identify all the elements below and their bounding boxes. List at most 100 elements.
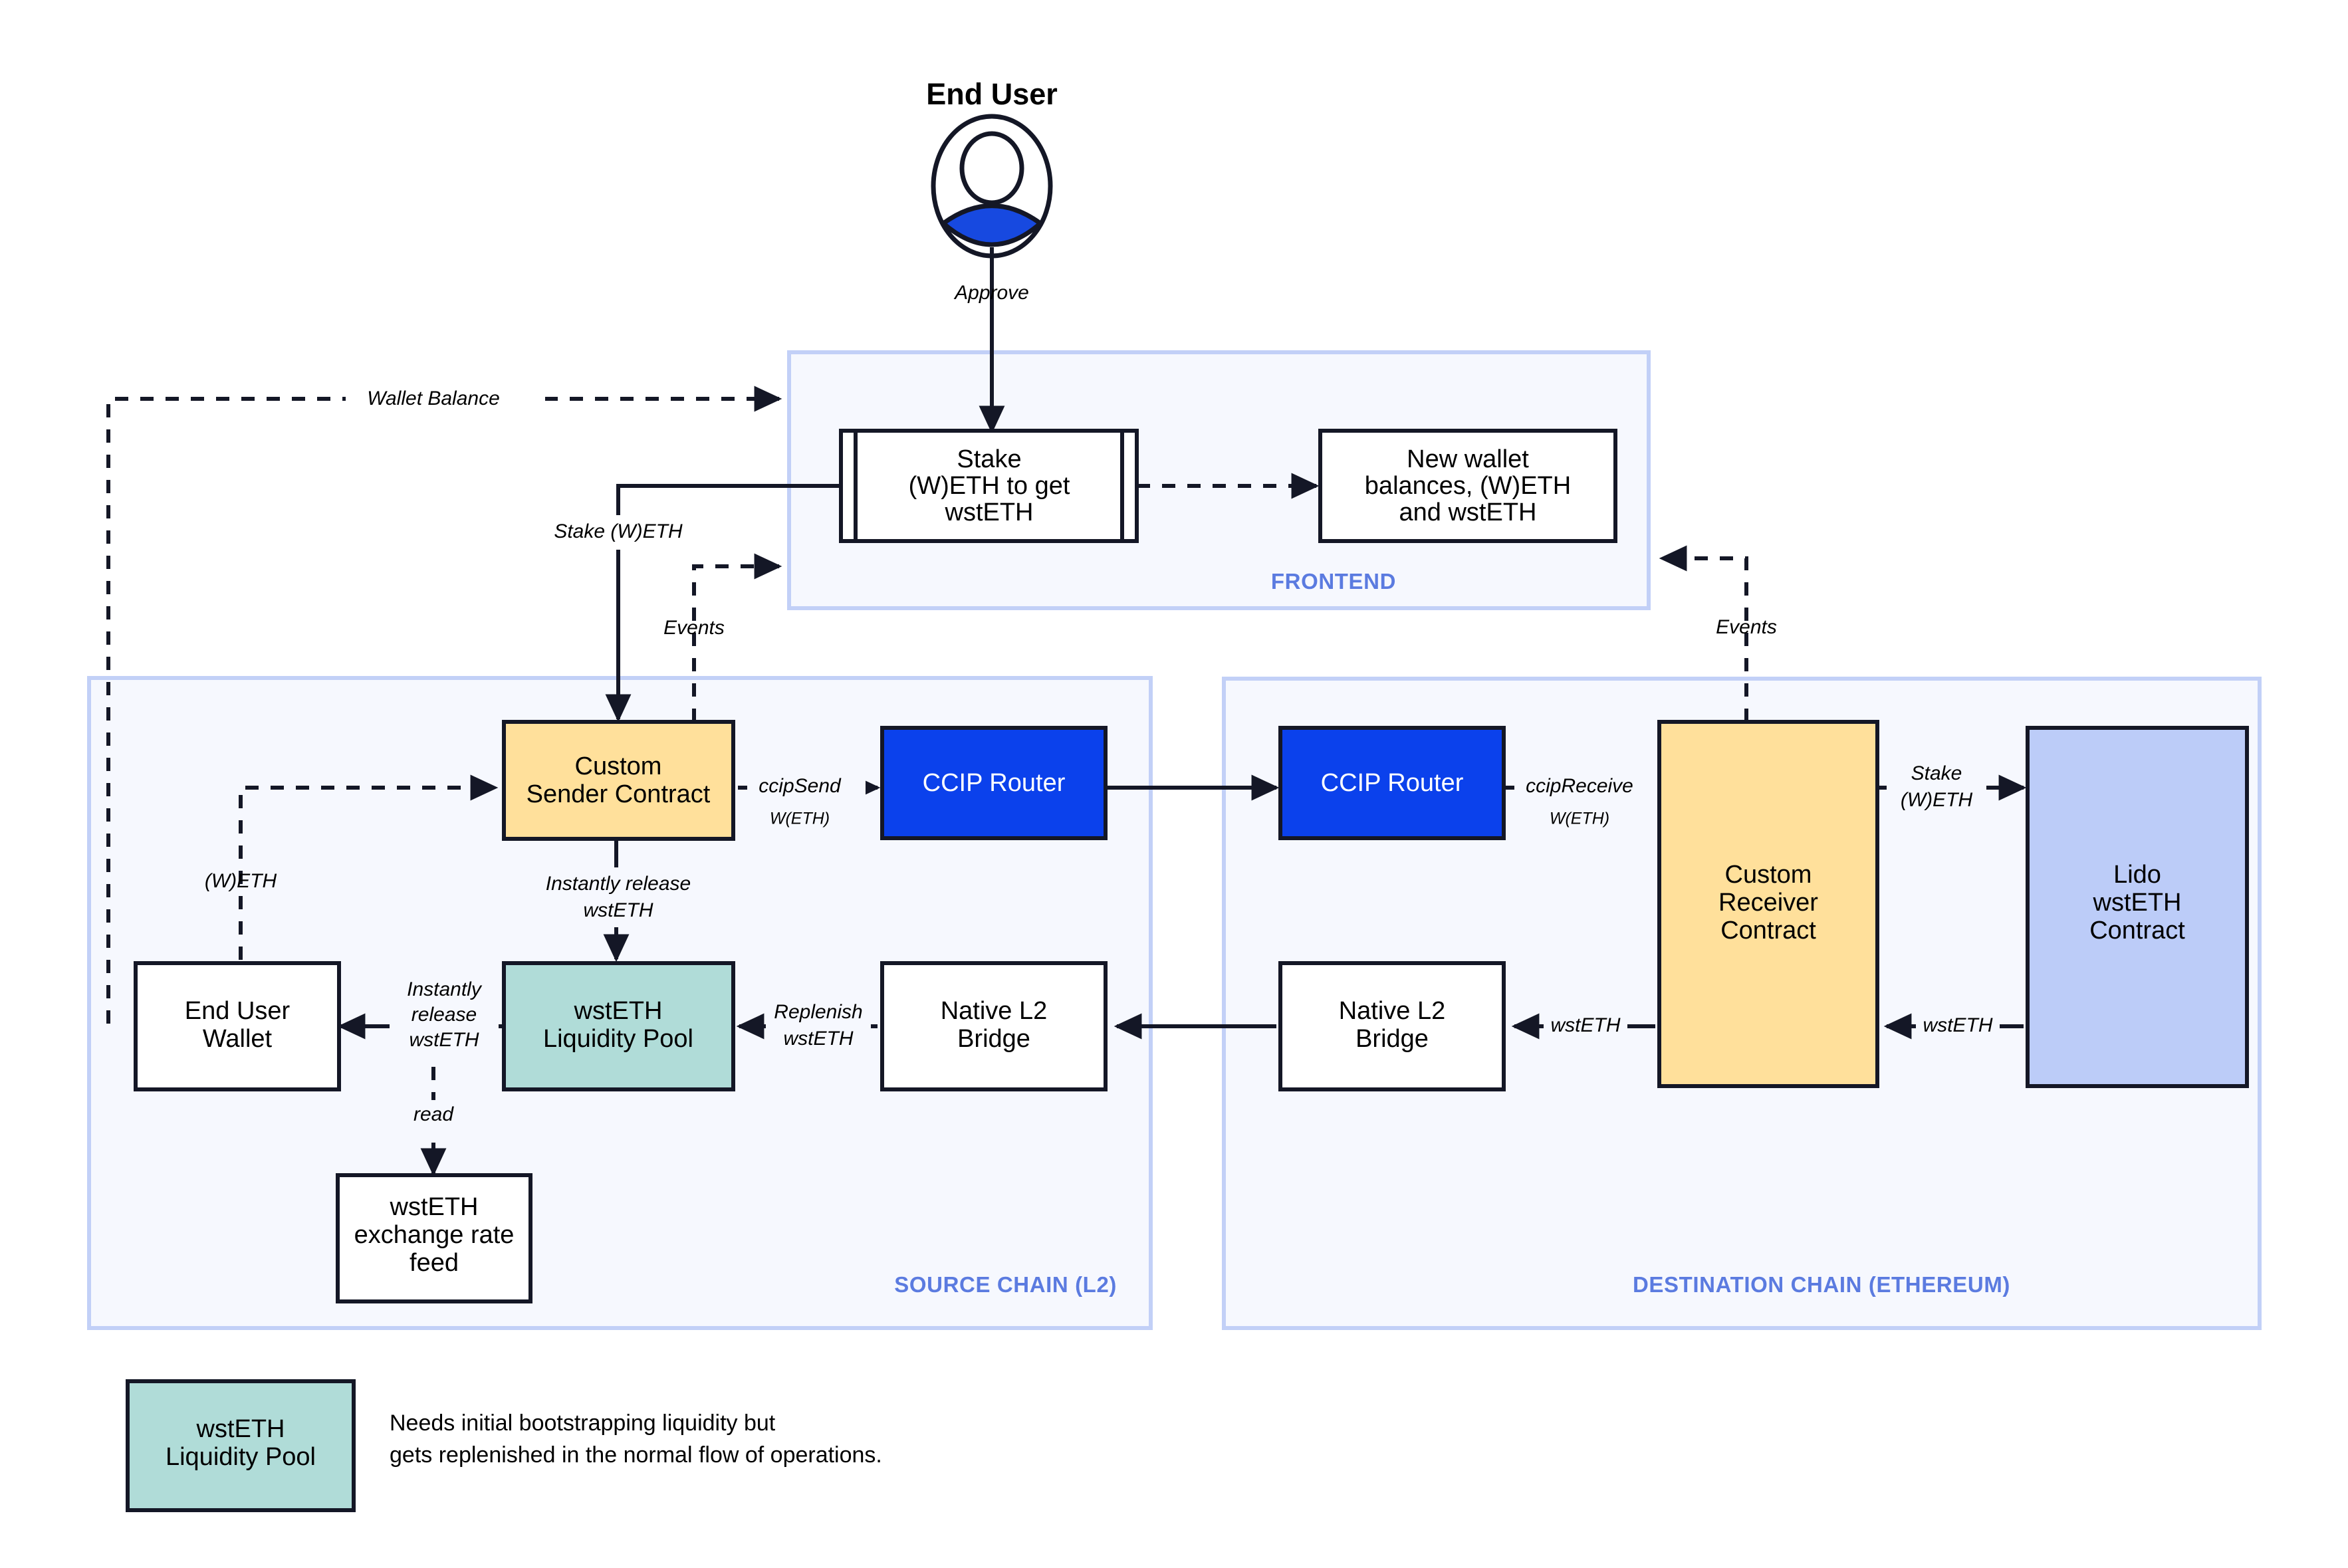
end-user-wallet-box[interactable] xyxy=(134,961,341,1091)
edge-read-feed: read xyxy=(396,1067,471,1176)
ccip-router-src-box[interactable] xyxy=(880,726,1108,840)
edge-ccip-send-sublabel: W(ETH) xyxy=(770,810,830,828)
edge-ccip-receive-label: ccipReceive xyxy=(1526,775,1633,797)
legend-swatch-box xyxy=(126,1379,356,1512)
receiver-contract-box[interactable] xyxy=(1657,720,1879,1088)
edge-instant-release-2-label-1: Instantly xyxy=(407,978,483,1000)
node-sender-contract[interactable]: Custom Sender Contract xyxy=(502,720,735,841)
legend-swatch-label-1: wstETH xyxy=(196,1415,285,1443)
node-receiver-contract[interactable]: Custom Receiver Contract xyxy=(1657,720,1879,1088)
rate-feed-label-2: exchange rate xyxy=(354,1221,515,1249)
edge-instant-release-2-label-3: wstETH xyxy=(410,1029,479,1051)
node-end-user-wallet[interactable]: End User Wallet xyxy=(134,961,341,1091)
node-rate-feed[interactable]: wstETH exchange rate feed xyxy=(336,1173,532,1303)
stake-ui-label-1: Stake xyxy=(957,445,1021,473)
new-balances-box[interactable] xyxy=(1318,429,1617,543)
sender-contract-label-1: Custom xyxy=(575,752,662,780)
edge-instant-release-2: Instantly release wstETH xyxy=(337,977,507,1077)
edge-stake-to-lido-label-2: (W)ETH xyxy=(1901,789,1973,811)
edge-instant-release-1: Instantly release wstETH xyxy=(525,839,711,962)
ccip-router-dst-box[interactable] xyxy=(1278,726,1506,840)
edge-approve-label: Approve xyxy=(953,282,1029,304)
receiver-contract-label-1: Custom xyxy=(1725,861,1812,889)
edge-approve: Approve xyxy=(953,247,1029,434)
edge-stake-to-lido-label-1: Stake xyxy=(1911,762,1962,784)
edge-wsteth-to-bridge-label: wstETH xyxy=(1551,1014,1621,1036)
edge-read-feed-label-bg xyxy=(396,1100,471,1131)
group-label-frontend: FRONTEND xyxy=(1271,569,1396,594)
ccip-router-src-label: CCIP Router xyxy=(923,769,1066,797)
node-native-bridge-src[interactable]: Native L2 Bridge xyxy=(880,961,1108,1091)
edge-events-source: Events xyxy=(663,553,782,722)
liquidity-pool-label-2: Liquidity Pool xyxy=(543,1025,693,1053)
new-balances-label-2: balances, (W)ETH xyxy=(1365,472,1571,500)
node-stake-ui[interactable]: Stake (W)ETH to get wstETH xyxy=(839,429,1139,543)
edge-wallet-balance: Wallet Balance xyxy=(106,382,782,1024)
ccip-router-dst-label: CCIP Router xyxy=(1321,769,1464,797)
edge-stake-weth-line xyxy=(605,484,841,723)
edge-wsteth-to-bridge-label-bg xyxy=(1544,1011,1627,1042)
lido-contract-label-2: wstETH xyxy=(2093,889,2182,917)
edge-stake-to-lido: Stake (W)ETH xyxy=(1877,758,2027,818)
native-bridge-src-box[interactable] xyxy=(880,961,1108,1091)
rate-feed-label-1: wstETH xyxy=(390,1193,479,1221)
legend-swatch-label-2: Liquidity Pool xyxy=(166,1443,316,1471)
new-balances-label-1: New wallet xyxy=(1407,445,1529,473)
edge-weth-to-sender: (W)ETH xyxy=(205,774,499,1010)
user-avatar-icon xyxy=(931,114,1053,259)
native-bridge-src-label-1: Native L2 xyxy=(941,997,1048,1025)
edge-events-source-label: Events xyxy=(663,617,725,639)
edge-instant-release-1-label-1: Instantly release xyxy=(546,873,691,895)
liquidity-pool-box[interactable] xyxy=(502,961,735,1091)
edge-wallet-balance-label: Wallet Balance xyxy=(367,388,500,409)
lido-contract-label-3: Contract xyxy=(2089,917,2185,945)
edge-replenish: Replenish wstETH xyxy=(736,996,878,1056)
legend-note-line-1: Needs initial bootstrapping liquidity bu… xyxy=(390,1410,776,1436)
edge-stake-weth-label: Stake (W)ETH xyxy=(554,520,683,542)
edge-ccip-receive-sublabel: W(ETH) xyxy=(1550,810,1609,828)
edge-replenish-label-1: Replenish xyxy=(774,1001,862,1023)
node-ccip-router-dst[interactable]: CCIP Router xyxy=(1278,726,1506,840)
legend-note-line-2: gets replenished in the normal flow of o… xyxy=(390,1442,882,1468)
edge-ccip-send: ccipSend W(ETH) xyxy=(738,772,881,828)
end-user-wallet-label-2: Wallet xyxy=(203,1025,273,1053)
sender-contract-box[interactable] xyxy=(502,720,735,841)
native-bridge-dst-label-1: Native L2 xyxy=(1339,997,1446,1025)
edge-wallet-balance-line xyxy=(106,386,782,1024)
edge-replenish-label-2: wstETH xyxy=(784,1028,854,1050)
edge-wsteth-to-bridge: wstETH xyxy=(1511,1011,1655,1042)
stake-ui-label-2: (W)ETH to get xyxy=(909,472,1070,500)
liquidity-pool-label-1: wstETH xyxy=(574,997,663,1025)
edge-instant-release-2-label-2: release xyxy=(411,1004,477,1026)
lido-contract-label-1: Lido xyxy=(2113,861,2161,889)
edge-ccip-receive: ccipReceive W(ETH) xyxy=(1504,772,1663,828)
edge-stake-to-lido-label-bg xyxy=(1887,758,1986,818)
edge-ccip-send-label-bg xyxy=(747,772,866,803)
edge-wsteth-from-lido: wstETH xyxy=(1883,1011,2024,1042)
node-liquidity-pool[interactable]: wstETH Liquidity Pool xyxy=(502,961,735,1091)
node-new-balances[interactable]: New wallet balances, (W)ETH and wstETH xyxy=(1318,429,1617,543)
native-bridge-dst-box[interactable] xyxy=(1278,961,1506,1091)
stake-ui-label-3: wstETH xyxy=(945,499,1034,526)
receiver-contract-label-3: Contract xyxy=(1720,917,1816,945)
edge-weth-to-sender-label: (W)ETH xyxy=(205,870,277,892)
lido-contract-box[interactable] xyxy=(2026,726,2249,1088)
edge-stake-weth-label-bg xyxy=(525,515,711,550)
new-balances-label-3: and wstETH xyxy=(1399,499,1537,526)
end-user-wallet-label-1: End User xyxy=(185,997,291,1025)
edge-read-feed-label: read xyxy=(413,1103,454,1125)
edge-instant-release-2-label-bg xyxy=(390,977,499,1077)
legend: wstETH Liquidity Pool Needs initial boot… xyxy=(126,1379,882,1512)
node-lido-contract[interactable]: Lido wstETH Contract xyxy=(2026,726,2249,1088)
node-ccip-router-src[interactable]: CCIP Router xyxy=(880,726,1108,840)
edge-stake-weth: Stake (W)ETH xyxy=(525,484,841,723)
edge-instant-release-1-label-2: wstETH xyxy=(584,899,653,921)
edge-wallet-balance-label-bg xyxy=(346,382,545,417)
edge-instant-release-1-label-bg xyxy=(525,867,711,927)
rate-feed-box[interactable] xyxy=(336,1173,532,1303)
edge-events-destination-label: Events xyxy=(1716,616,1777,638)
stake-ui-box[interactable] xyxy=(839,429,1139,543)
node-native-bridge-dst[interactable]: Native L2 Bridge xyxy=(1278,961,1506,1091)
